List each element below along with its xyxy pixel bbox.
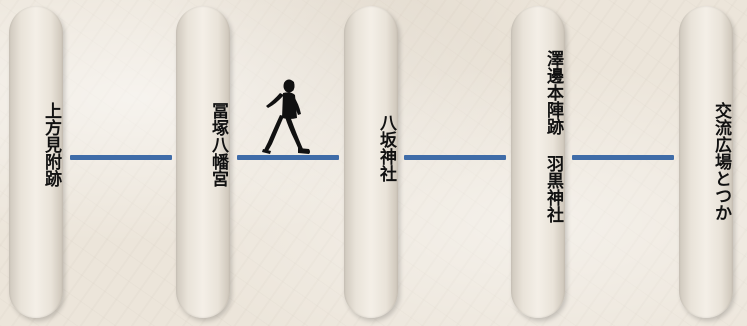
stop-koryu-hiroba-totsuka[interactable]: 交流広場とつか [679,6,733,318]
stop-label: 澤邊本陣跡 羽黒神社 [543,50,563,223]
stop-kamikata-mitsukeato[interactable]: 上方見附跡 [9,6,63,318]
stop-tomizuka-hachimangu[interactable]: 冨塚八幡宮 [176,6,230,318]
connector-line [237,155,339,160]
stop-label: 冨塚八幡宮 [208,102,228,187]
stop-label: 交流広場とつか [711,102,731,221]
stop-yasaka-jinja[interactable]: 八坂神社 [344,6,398,318]
connector-line [572,155,674,160]
stop-sawabe-honjinato-haguro[interactable]: 澤邊本陣跡 羽黒神社 [511,6,565,318]
stop-label: 八坂神社 [376,114,396,182]
stop-label: 上方見附跡 [41,102,61,187]
walking-person-icon [262,79,310,154]
connector-line [404,155,506,160]
connector-line [70,155,172,160]
